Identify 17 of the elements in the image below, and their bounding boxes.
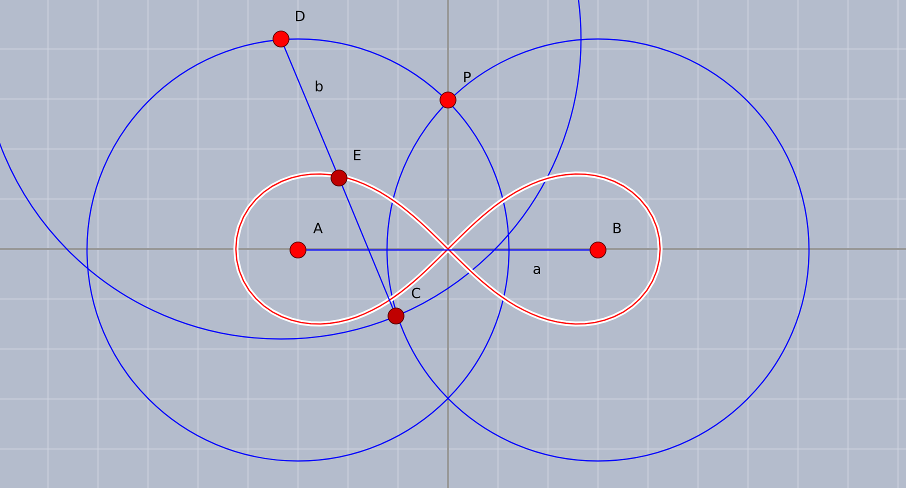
line-segment xyxy=(284,46,336,170)
point xyxy=(440,92,456,108)
line-segment xyxy=(306,249,590,251)
point xyxy=(590,242,606,258)
point-label: B xyxy=(614,222,621,234)
line-segment xyxy=(342,186,394,308)
point-label: C xyxy=(412,288,420,298)
point-label: A xyxy=(313,222,323,234)
point-label: D xyxy=(296,10,305,22)
point-label: P xyxy=(464,72,471,82)
point xyxy=(272,30,290,48)
edge-label: a xyxy=(534,266,540,274)
point-label: E xyxy=(354,150,361,160)
edge-label: b xyxy=(316,80,323,92)
point xyxy=(388,308,404,324)
point xyxy=(330,170,348,186)
point xyxy=(290,242,306,258)
